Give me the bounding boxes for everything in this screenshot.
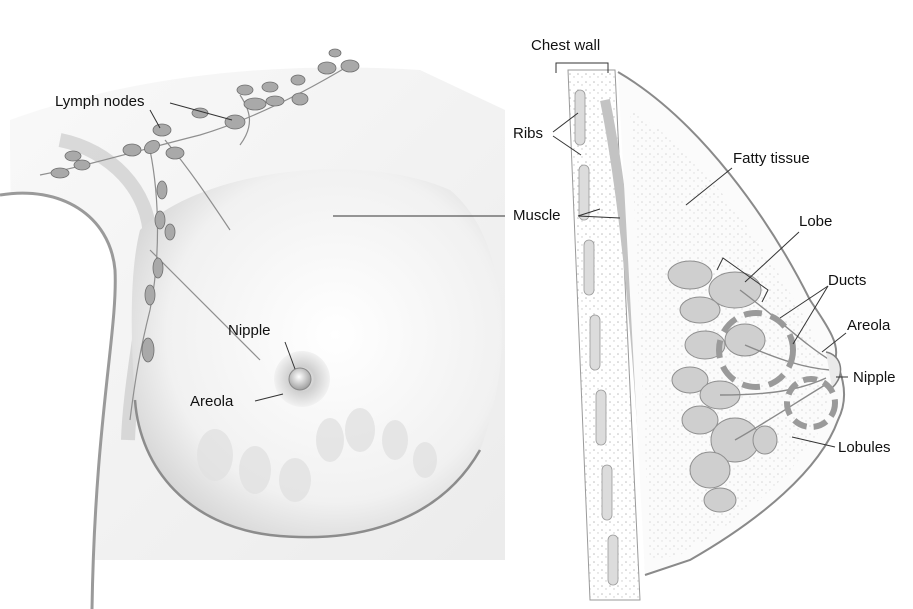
- nipple-front-shape: [289, 368, 311, 390]
- label-areola-side: Areola: [847, 318, 890, 333]
- label-lobe: Lobe: [799, 214, 832, 229]
- label-fatty-tissue: Fatty tissue: [733, 151, 810, 166]
- label-areola-front: Areola: [190, 394, 233, 409]
- breast-shape: [132, 169, 502, 537]
- label-nipple-front: Nipple: [228, 323, 271, 338]
- label-ducts: Ducts: [828, 273, 866, 288]
- label-lobules: Lobules: [838, 440, 891, 455]
- label-lymph-nodes: Lymph nodes: [55, 94, 145, 109]
- label-ribs: Ribs: [513, 126, 543, 141]
- label-nipple-side: Nipple: [853, 370, 896, 385]
- label-chest-wall: Chest wall: [531, 38, 600, 53]
- label-muscle: Muscle: [513, 208, 561, 223]
